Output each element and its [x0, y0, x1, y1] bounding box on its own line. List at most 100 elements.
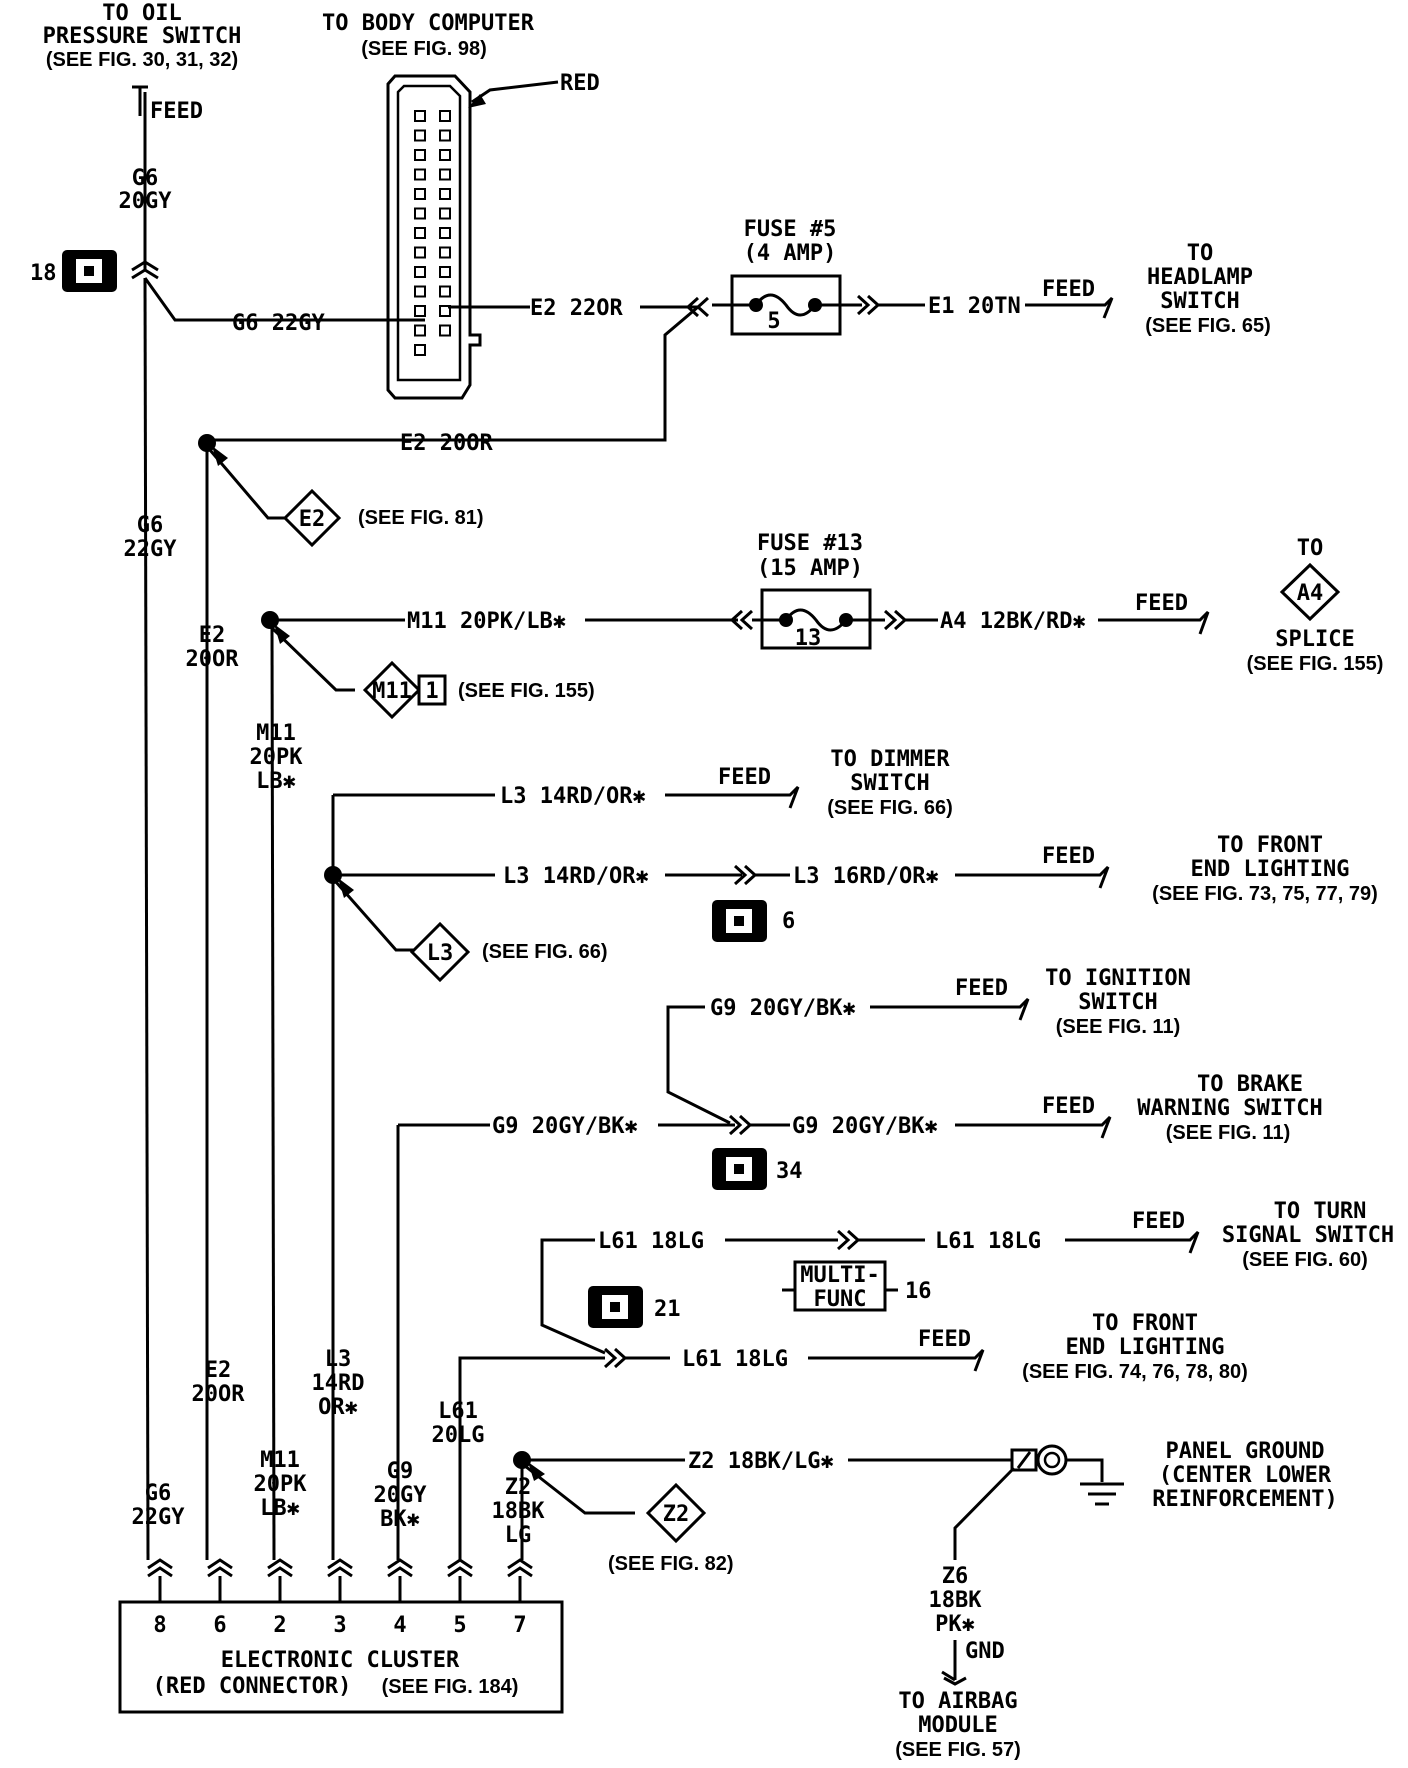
l61-top-wire-a	[540, 1238, 606, 1355]
l61-top-right-label: L61 18LG	[935, 1229, 1041, 1254]
z6-gauge: 18BK	[929, 1588, 983, 1613]
svg-text:(4 AMP): (4 AMP)	[744, 241, 837, 266]
g9-left-label: G9 20GY/BK✱	[492, 1114, 638, 1139]
svg-text:TO BRAKE: TO BRAKE	[1197, 1072, 1303, 1097]
a4-splice-label: TO A4 SPLICE (SEE FIG. 155)	[1247, 536, 1384, 675]
m11-v-gauge: 20PK	[250, 745, 304, 770]
svg-text:(SEE FIG. 66): (SEE FIG. 66)	[827, 797, 953, 819]
connector-pin	[414, 188, 426, 200]
front-end-lighting-1-label: TO FRONT END LIGHTING (SEE FIG. 73, 75, …	[1152, 833, 1378, 905]
connector-pin	[414, 285, 426, 298]
connector-pin	[414, 129, 426, 142]
connector-6-icon: 6	[712, 900, 795, 942]
g6-label: G6	[132, 166, 159, 191]
front-end-lighting-2-label: TO FRONT END LIGHTING (SEE FIG. 74, 76, …	[1022, 1311, 1248, 1383]
connector-pin	[414, 266, 426, 278]
connector-34-icon: 34	[712, 1148, 803, 1190]
svg-text:34: 34	[776, 1159, 803, 1184]
connector-pin	[439, 285, 451, 298]
m11-label: M11 20PK/LB✱	[407, 609, 566, 634]
svg-text:TO TURN: TO TURN	[1274, 1199, 1367, 1224]
svg-text:TO FRONT: TO FRONT	[1092, 1311, 1198, 1336]
dimmer-switch-label: TO DIMMER SWITCH (SEE FIG. 66)	[827, 747, 953, 819]
svg-text:(SEE FIG. 73, 75, 77, 79): (SEE FIG. 73, 75, 77, 79)	[1152, 883, 1378, 905]
g6-22gy-label: G6 22GY	[232, 311, 325, 336]
svg-text:FUSE #5: FUSE #5	[744, 217, 837, 242]
connector-pin	[414, 246, 426, 259]
svg-text:1: 1	[425, 679, 438, 704]
svg-text:20LG: 20LG	[432, 1423, 485, 1448]
svg-text:PRESSURE SWITCH: PRESSURE SWITCH	[43, 24, 242, 49]
m11-ref: (SEE FIG. 155)	[458, 680, 595, 702]
connector-pin	[439, 188, 451, 200]
a4-feed: FEED	[1135, 591, 1188, 616]
svg-text:21: 21	[654, 1297, 681, 1322]
svg-text:E2: E2	[299, 507, 326, 532]
g6-branch	[143, 277, 335, 322]
svg-text:(SEE FIG. 11): (SEE FIG. 11)	[1056, 1016, 1180, 1038]
ground-eyelet	[1010, 1444, 1124, 1506]
svg-text:(SEE FIG. 60): (SEE FIG. 60)	[1242, 1249, 1368, 1271]
svg-text:(SEE FIG. 11): (SEE FIG. 11)	[1166, 1122, 1290, 1144]
svg-text:(SEE FIG. 65): (SEE FIG. 65)	[1145, 315, 1271, 337]
e2-20or-label: E2 20OR	[400, 431, 493, 456]
dimmer-feed: FEED	[718, 765, 771, 790]
cluster-connector-chevron	[387, 1558, 413, 1602]
svg-text:13: 13	[795, 626, 822, 651]
connector-pin	[439, 207, 451, 220]
svg-text:LB✱: LB✱	[260, 1496, 300, 1521]
m11-splice-diamond: M11 1	[362, 660, 447, 720]
l61-front2-feed-wire	[808, 1348, 985, 1372]
fuse-13: FUSE #13 (15 AMP) 13	[752, 531, 885, 651]
svg-text:SWITCH: SWITCH	[1160, 289, 1239, 314]
svg-text:FUNC: FUNC	[814, 1287, 867, 1312]
fuse-5: FUSE #5 (4 AMP) 5	[712, 217, 862, 336]
connector-pin	[414, 168, 426, 181]
a4-feed-wire	[1098, 610, 1210, 635]
svg-text:FUSE #13: FUSE #13	[757, 531, 863, 556]
connector-pin	[414, 324, 426, 337]
l61-mid-chevron	[603, 1347, 628, 1369]
svg-text:M11: M11	[372, 679, 412, 704]
brake-feed: FEED	[1042, 1094, 1095, 1119]
l3-16-label: L3 16RD/OR✱	[793, 864, 939, 889]
connector-pin	[439, 324, 451, 337]
body-computer-label: TO BODY COMPUTER (SEE FIG. 98) RED	[322, 11, 600, 96]
cluster-connector-chevron	[147, 1558, 173, 1602]
connector-pin	[414, 305, 426, 317]
e2-v-label: E2	[199, 623, 226, 648]
cluster-title: ELECTRONIC CLUSTER	[221, 1648, 460, 1673]
connector-21-icon: 21	[588, 1286, 681, 1328]
svg-text:L3: L3	[427, 941, 454, 966]
connector-pin	[439, 246, 451, 259]
svg-text:END LIGHTING: END LIGHTING	[1191, 857, 1350, 882]
svg-text:Z2: Z2	[505, 1475, 532, 1500]
cluster-chevrons	[147, 1558, 533, 1602]
connector-pin	[414, 344, 426, 356]
connector-pin	[414, 149, 426, 161]
connector-pin	[439, 266, 451, 278]
cluster-connector-chevron	[267, 1558, 293, 1602]
electronic-cluster: 8 6 2 3 4 5 7 ELECTRONIC CLUSTER (RED CO…	[118, 1600, 564, 1714]
svg-text:M11: M11	[260, 1448, 300, 1473]
svg-text:18BK: 18BK	[492, 1499, 546, 1524]
svg-text:(CENTER LOWER: (CENTER LOWER	[1159, 1463, 1332, 1488]
l3-dimmer-feed-wire	[665, 785, 800, 809]
connector-pin	[439, 149, 451, 161]
headlamp-feed: FEED	[1042, 277, 1095, 302]
cluster-ref: (SEE FIG. 184)	[382, 1676, 519, 1698]
cluster-pin-4: 4	[393, 1613, 406, 1638]
l61-top-left-label: L61 18LG	[598, 1229, 704, 1254]
cluster-connector: (RED CONNECTOR)	[153, 1674, 352, 1699]
svg-text:RED: RED	[560, 71, 600, 96]
cluster-pin-6: 6	[213, 1613, 226, 1638]
e2-22or-label: E2 22OR	[530, 296, 623, 321]
turn-feed: FEED	[1132, 1209, 1185, 1234]
svg-text:(15 AMP): (15 AMP)	[757, 556, 863, 581]
svg-text:E2: E2	[205, 1358, 232, 1383]
svg-text:SPLICE: SPLICE	[1275, 627, 1354, 652]
cluster-connector-chevron	[207, 1558, 233, 1602]
front2-feed: FEED	[918, 1327, 971, 1352]
svg-text:TO: TO	[1297, 536, 1324, 561]
